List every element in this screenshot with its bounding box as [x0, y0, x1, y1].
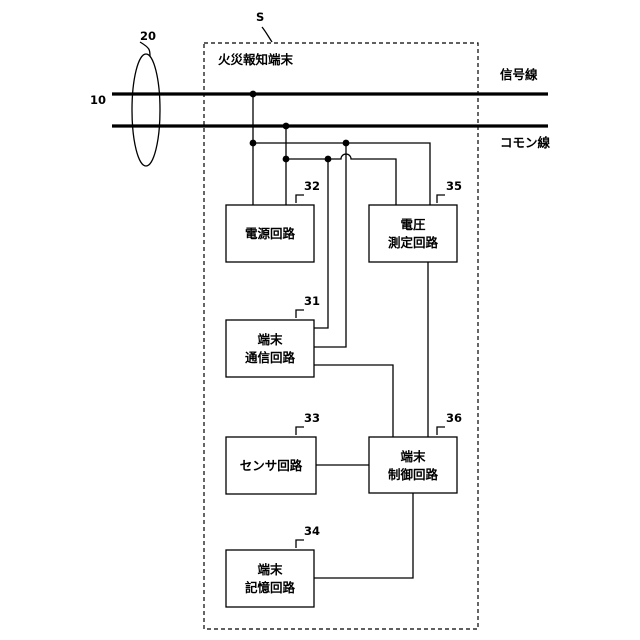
terminal-memory-ref-leader: [296, 540, 304, 548]
terminal-leader: [262, 27, 272, 42]
bundle-loop-ellipse: [132, 54, 160, 166]
terminal-control-label-1: 端末: [400, 449, 426, 464]
terminal-communication-box: [226, 320, 314, 377]
sensor-circuit-ref: 33: [304, 411, 320, 425]
voltage-measurement-ref-leader: [437, 195, 445, 203]
terminal-memory-ref: 34: [304, 524, 320, 538]
voltage-measurement-label-1: 電圧: [400, 217, 426, 232]
wire-comm-to-control: [314, 365, 393, 437]
block-terminal-communication: 端末 通信回路 31: [226, 294, 320, 377]
power-circuit-label: 電源回路: [245, 226, 296, 241]
wire-signal-to-comm: [314, 143, 346, 347]
voltage-measurement-box: [369, 205, 457, 262]
terminal-communication-ref: 31: [304, 294, 320, 308]
terminal-title: 火災報知端末: [218, 52, 294, 67]
terminal-control-box: [369, 437, 457, 493]
voltage-measurement-ref: 35: [446, 179, 462, 193]
terminal-control-ref: 36: [446, 411, 462, 425]
block-terminal-memory: 端末 記憶回路 34: [226, 524, 320, 607]
terminal-communication-ref-leader: [296, 310, 304, 318]
terminal-memory-label-1: 端末: [257, 562, 283, 577]
wire-common-to-voltage: [286, 154, 396, 205]
terminal-control-label-2: 制御回路: [388, 467, 439, 482]
wire-control-to-memory: [314, 493, 413, 578]
power-circuit-ref: 32: [304, 179, 320, 193]
block-voltage-measurement: 電圧 測定回路 35: [369, 179, 462, 262]
sensor-circuit-label: センサ回路: [240, 458, 303, 473]
voltage-measurement-label-2: 測定回路: [388, 235, 439, 250]
block-sensor-circuit: センサ回路 33: [226, 411, 320, 494]
terminal-communication-label-2: 通信回路: [245, 350, 296, 365]
terminal-memory-box: [226, 550, 314, 607]
signal-line-label: 信号線: [500, 67, 538, 82]
loop-ref: 20: [140, 29, 156, 43]
block-terminal-control: 端末 制御回路 36: [369, 411, 462, 493]
terminal-memory-label-2: 記憶回路: [245, 580, 296, 595]
sensor-circuit-ref-leader: [296, 427, 304, 435]
wire-signal-to-voltage: [253, 143, 430, 205]
power-circuit-ref-leader: [296, 195, 304, 203]
terminal-communication-label-1: 端末: [257, 332, 283, 347]
block-power-circuit: 電源回路 32: [226, 179, 320, 262]
common-line-label: コモン線: [500, 135, 551, 150]
terminal-label: S: [256, 10, 264, 24]
terminal-control-ref-leader: [437, 427, 445, 435]
bus-bundle-ref: 10: [90, 93, 106, 107]
